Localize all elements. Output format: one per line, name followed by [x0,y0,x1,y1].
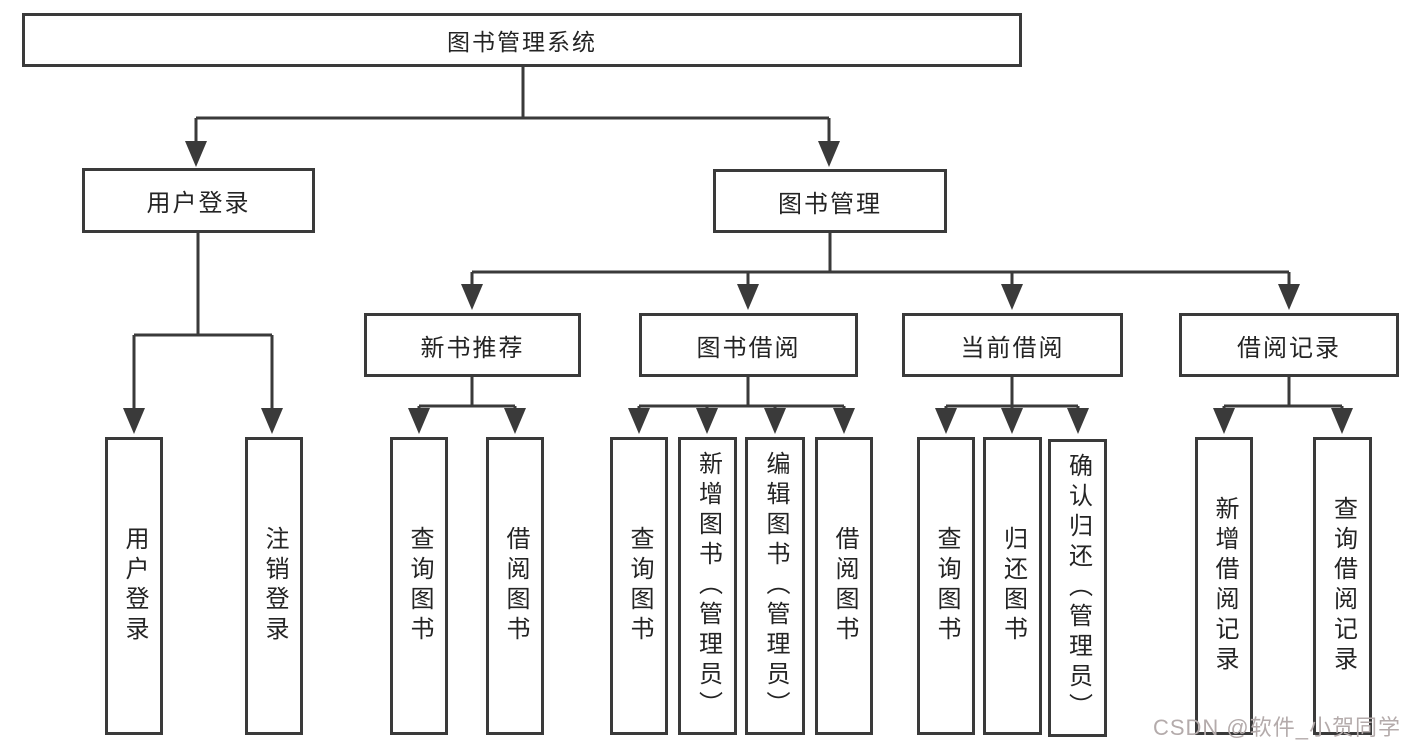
arrowhead [408,408,430,434]
node-label: 注销登录 [261,526,288,646]
node-label: 新增借阅记录 [1211,496,1238,676]
node-label: 查询图书 [406,526,433,646]
node-label: 图书借阅 [696,334,801,362]
arrowhead [696,408,718,434]
node-label: 查询图书 [933,526,960,646]
node-root-library-system: 图书管理系统 [22,13,1022,67]
node-label: 借阅图书 [831,526,858,646]
arrowhead [1213,408,1235,434]
node-label: 确认归还（管理员） [1064,453,1092,723]
arrowhead [504,408,526,434]
arrowhead [1278,284,1300,310]
node-group-new-book-recommend: 新书推荐 [364,313,581,377]
connector-user-login [132,233,274,410]
node-branch-user-login: 用户登录 [82,168,315,233]
arrowhead [833,408,855,434]
node-branch-book-management: 图书管理 [713,169,947,233]
arrowhead [1067,408,1089,434]
connector-segments [132,67,1344,412]
node-label: 归还图书 [999,526,1027,646]
arrowhead [737,284,759,310]
node-label: 图书管理 [778,190,882,218]
node-group-borrow-records: 借阅记录 [1179,313,1399,377]
node-leaf-add-borrow-record: 新增借阅记录 [1195,437,1253,735]
node-label: 借阅记录 [1237,334,1341,362]
node-label: 新书推荐 [420,334,525,362]
node-leaf-query-books-recommend: 查询图书 [390,437,448,735]
arrowhead [461,284,483,310]
connector-new-book [417,377,517,412]
node-label: 查询图书 [626,526,653,646]
node-leaf-query-books-current: 查询图书 [917,437,975,735]
node-label: 查询借阅记录 [1329,496,1357,676]
node-label: 当前借阅 [960,334,1065,362]
node-label: 用户登录 [121,526,148,646]
csdn-watermark: CSDN @软件_小贺同学 [1152,715,1401,740]
node-label: 借阅图书 [502,526,529,646]
node-label: 新增图书（管理员） [694,451,722,721]
node-leaf-add-books-admin: 新增图书（管理员） [678,437,737,735]
connector-book-borrow [637,377,846,412]
arrowhead [1001,284,1023,310]
node-label: 用户登录 [146,190,251,217]
arrowheads [123,141,1353,434]
node-leaf-query-borrow-record: 查询借阅记录 [1313,437,1372,735]
node-leaf-borrow-books-recommend: 借阅图书 [486,437,544,735]
node-leaf-edit-books-admin: 编辑图书（管理员） [745,437,805,735]
arrowhead [185,141,207,167]
connector-book-mgmt [470,233,1291,286]
connector-current-borrow [944,377,1080,412]
node-leaf-borrow-books: 借阅图书 [815,437,873,735]
connector-root [194,67,831,145]
node-leaf-query-books-borrow: 查询图书 [610,437,668,735]
node-group-current-borrow: 当前借阅 [902,313,1123,377]
connector-borrow-records [1222,377,1344,412]
node-leaf-user-login: 用户登录 [105,437,163,735]
arrowhead [261,408,283,434]
node-leaf-logout: 注销登录 [245,437,303,735]
node-leaf-return-books: 归还图书 [983,437,1042,735]
arrowhead [1001,408,1023,434]
arrowhead [1331,408,1353,434]
arrowhead [818,141,840,167]
node-leaf-confirm-return-admin: 确认归还（管理员） [1048,439,1107,737]
arrowhead [628,408,650,434]
node-label: 编辑图书（管理员） [762,451,789,721]
arrowhead [935,408,957,434]
node-group-book-borrow: 图书借阅 [639,313,858,377]
node-label: 图书管理系统 [447,29,597,55]
arrowhead [764,408,786,434]
arrowhead [123,408,145,434]
